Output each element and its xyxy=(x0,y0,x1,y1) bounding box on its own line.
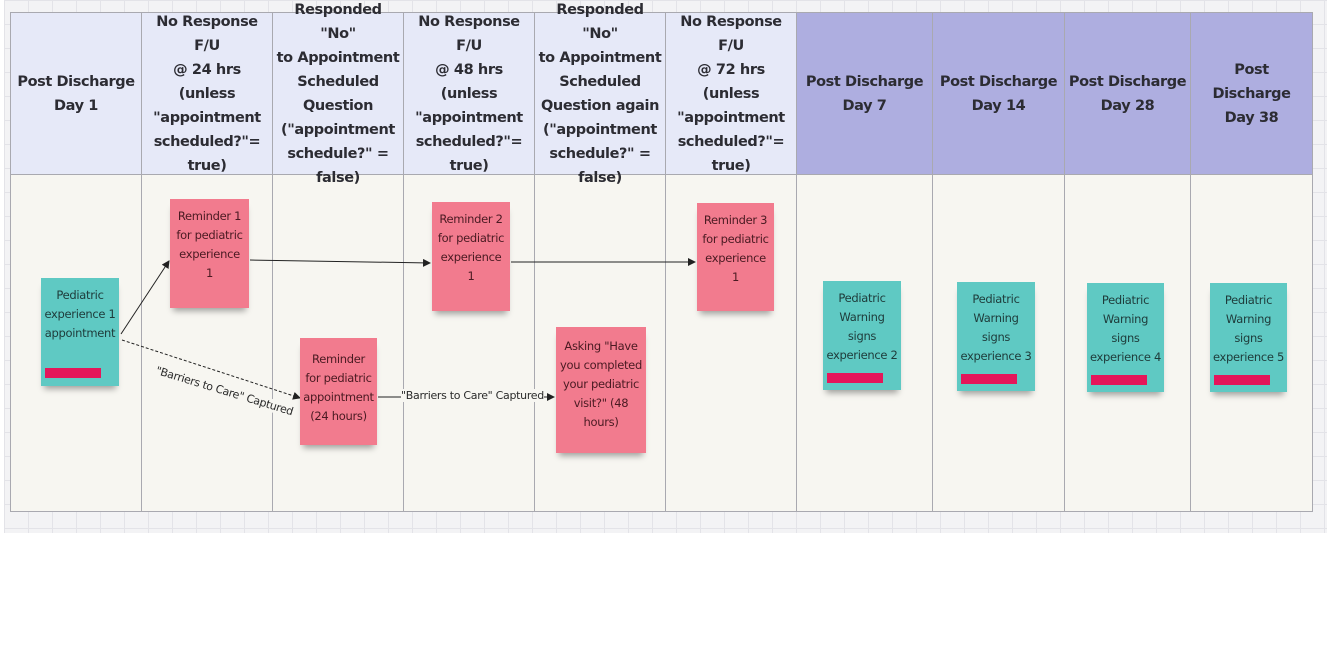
lane-cell xyxy=(797,175,933,511)
sticky-note-text: Reminder 1 for pediatric experience 1 xyxy=(176,209,243,280)
sticky-note-text: Reminder 3 for pediatric experience 1 xyxy=(702,213,769,284)
column-header-label: Post Discharge Day 38 xyxy=(1212,61,1291,126)
sticky-note-pediatric-appointment[interactable]: Pediatric experience 1 appointment xyxy=(41,278,119,386)
tag-marker xyxy=(961,374,1017,384)
column-header-responded-no: Responded "No" to Appointment Scheduled … xyxy=(273,2,404,186)
sticky-note-reminder-3[interactable]: Reminder 3 for pediatric experience 1 xyxy=(697,203,774,311)
column-header-label: No Response F/U @ 24 hrs (unless "appoin… xyxy=(153,13,261,174)
sticky-note-warning-signs-2[interactable]: Pediatric Warning signs experience 2 xyxy=(823,281,901,390)
sticky-note-reminder-24h[interactable]: Reminder for pediatric appointment (24 h… xyxy=(300,338,377,445)
column-header-day-28: Post Discharge Day 28 xyxy=(1065,13,1191,175)
lane-cell xyxy=(273,175,404,511)
column-header-label: No Response F/U @ 72 hrs (unless "appoin… xyxy=(677,13,785,174)
sticky-note-reminder-1[interactable]: Reminder 1 for pediatric experience 1 xyxy=(170,199,249,308)
sticky-note-text: Pediatric Warning signs experience 5 xyxy=(1212,293,1285,364)
column-header-no-response-72h: No Response F/U @ 72 hrs (unless "appoin… xyxy=(666,13,797,175)
lane-cell xyxy=(404,175,535,511)
sticky-note-text: Pediatric Warning signs experience 2 xyxy=(826,291,898,362)
lane-cell xyxy=(535,175,666,511)
column-header-day-38: Post Discharge Day 38 xyxy=(1191,13,1312,175)
sticky-note-reminder-2[interactable]: Reminder 2 for pediatric experience 1 xyxy=(432,202,510,311)
tag-marker xyxy=(45,368,101,378)
tag-marker xyxy=(1214,375,1270,385)
sticky-note-text: Reminder for pediatric appointment (24 h… xyxy=(303,352,374,423)
edge-label-barriers-to-care: "Barriers to Care" Captured xyxy=(401,389,544,402)
swimlane-table: Post Discharge Day 1 No Response F/U @ 2… xyxy=(10,2,1313,512)
column-header-no-response-48h: No Response F/U @ 48 hrs (unless "appoin… xyxy=(404,13,535,175)
column-header-label: Post Discharge Day 28 xyxy=(1068,73,1187,114)
column-header-label: Post Discharge Day 14 xyxy=(939,73,1058,114)
sticky-note-text: Pediatric experience 1 appointment xyxy=(44,288,116,340)
tag-marker xyxy=(827,373,883,383)
sticky-note-text: Pediatric Warning signs experience 3 xyxy=(960,292,1032,363)
sticky-note-warning-signs-4[interactable]: Pediatric Warning signs experience 4 xyxy=(1087,283,1164,392)
column-header-label: Responded "No" to Appointment Scheduled … xyxy=(538,1,662,186)
column-header-no-response-24h: No Response F/U @ 24 hrs (unless "appoin… xyxy=(142,13,273,175)
tag-marker xyxy=(1091,375,1147,385)
lane-cell xyxy=(933,175,1065,511)
column-header-label: No Response F/U @ 48 hrs (unless "appoin… xyxy=(415,13,523,174)
column-header-day-1: Post Discharge Day 1 xyxy=(11,13,142,175)
sticky-note-asking-48h[interactable]: Asking "Have you completed your pediatri… xyxy=(556,327,646,453)
column-header-label: Responded "No" to Appointment Scheduled … xyxy=(276,1,400,186)
column-header-day-14: Post Discharge Day 14 xyxy=(933,13,1065,175)
sticky-note-text: Reminder 2 for pediatric experience 1 xyxy=(437,212,505,283)
sticky-note-text: Asking "Have you completed your pediatri… xyxy=(560,339,642,429)
lane-cell xyxy=(1065,175,1191,511)
column-header-responded-no-again: Responded "No" to Appointment Scheduled … xyxy=(535,2,666,186)
sticky-note-warning-signs-5[interactable]: Pediatric Warning signs experience 5 xyxy=(1210,283,1287,392)
column-header-day-7: Post Discharge Day 7 xyxy=(797,13,933,175)
column-header-label: Post Discharge Day 1 xyxy=(17,73,135,114)
sticky-note-text: Pediatric Warning signs experience 4 xyxy=(1089,293,1162,364)
lane-cell xyxy=(666,175,797,511)
sticky-note-warning-signs-3[interactable]: Pediatric Warning signs experience 3 xyxy=(957,282,1035,391)
column-header-label: Post Discharge Day 7 xyxy=(805,73,924,114)
